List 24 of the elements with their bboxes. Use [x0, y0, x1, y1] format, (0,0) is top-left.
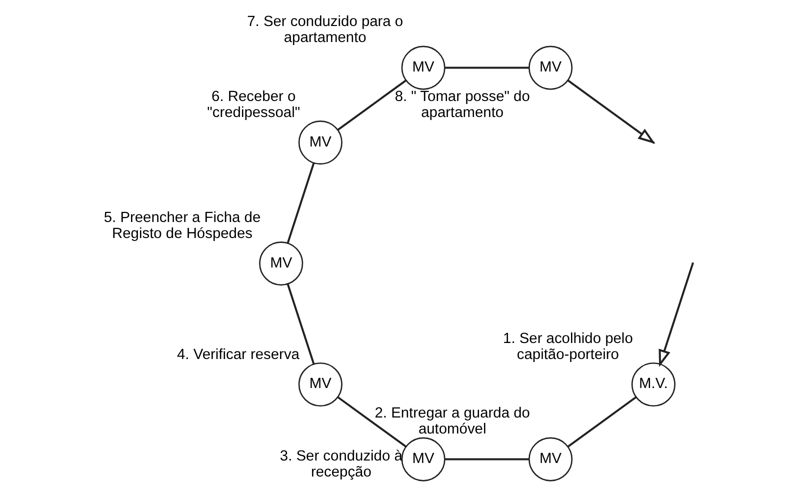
- node-circle: MV: [528, 436, 572, 481]
- node-circle: MV: [298, 362, 342, 406]
- node-circle: MV: [400, 45, 445, 90]
- connector: [336, 396, 406, 447]
- node-label: 3. Ser conduzido à recepção: [279, 448, 402, 480]
- node-label: 2. Entregar a guarda do automóvel: [374, 405, 530, 438]
- connector: [444, 66, 528, 68]
- node-label: 6. Receber o "credipessoal": [206, 88, 300, 120]
- connector: [336, 79, 406, 130]
- node-label: 7. Ser conduzido para o apartamento: [246, 14, 403, 46]
- node-label: 1. Ser acolhido pelo capitão-porteiro: [502, 330, 632, 362]
- connector: [286, 283, 314, 364]
- node-circle: MV: [528, 45, 572, 90]
- node-circle: MV: [258, 240, 303, 286]
- connector: [444, 458, 528, 460]
- connector: [567, 396, 636, 447]
- node-circle: MV: [400, 436, 445, 481]
- node-label: 5. Preencher a Ficha de Registo de Hóspedes: [103, 209, 260, 242]
- node-label: 8. " Tomar posse" do apartamento: [394, 88, 530, 120]
- node-circle: MV: [298, 120, 342, 164]
- node-label: 4. Verificar reserva: [176, 346, 299, 362]
- node-circle: M.V.: [630, 362, 675, 406]
- arrow: [658, 264, 693, 367]
- connector: [286, 162, 314, 243]
